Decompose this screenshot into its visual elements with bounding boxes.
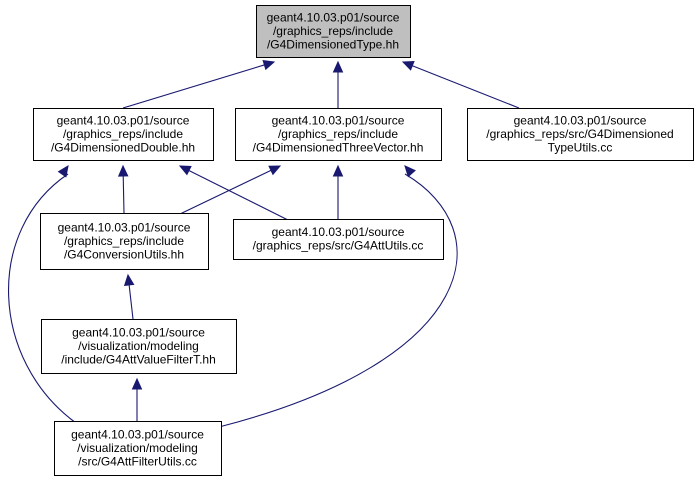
node-box: [256, 5, 411, 58]
edge-arrowhead: [57, 165, 69, 178]
node-label-line: /include/G4AttValueFilterT.hh: [61, 352, 216, 366]
node-box: [54, 421, 222, 476]
edge-arrowhead: [123, 273, 135, 287]
node-label-line: geant4.10.03.p01/source: [514, 113, 647, 127]
node-dimtypeutils[interactable]: geant4.10.03.p01/source/graphics_reps/sr…: [467, 108, 694, 161]
node-conversionutils[interactable]: geant4.10.03.p01/source/graphics_reps/in…: [40, 213, 209, 270]
edge-line: [128, 282, 134, 320]
node-attvaluefilter[interactable]: geant4.10.03.p01/source/visualization/mo…: [41, 319, 237, 374]
edges-layer: [7, 60, 520, 428]
edge-conversionutils-to-dimdouble: [117, 164, 129, 214]
node-label-line: geant4.10.03.p01/source: [58, 220, 191, 234]
edge-attutils-to-dimthreevector: [332, 164, 344, 219]
node-label-line: /graphics_reps/include: [64, 234, 184, 248]
edge-attfilterutils-to-attvaluefilter: [131, 377, 143, 421]
node-label-line: /visualization/modeling: [78, 339, 199, 353]
edge-arrowhead: [332, 60, 344, 73]
node-label-line: geant4.10.03.p01/source: [57, 113, 190, 127]
node-label-line: /graphics_reps/include: [63, 127, 183, 141]
node-box: [41, 319, 237, 374]
node-box: [235, 108, 442, 161]
node-box: [233, 219, 444, 260]
node-box: [33, 108, 214, 161]
node-label-line: /G4DimensionedThreeVector.hh: [253, 140, 424, 154]
edge-dimtypeutils-to-dimtype: [401, 60, 520, 109]
node-box: [40, 213, 209, 270]
edge-attutils-to-dimdouble: [178, 165, 301, 227]
node-box: [467, 108, 694, 161]
node-attutils[interactable]: geant4.10.03.p01/source/graphics_reps/sr…: [233, 219, 444, 260]
node-label-line: /G4DimensionedDouble.hh: [51, 140, 195, 154]
edge-attfilterutils-to-dimdouble: [7, 165, 77, 424]
edge-line: [410, 64, 520, 109]
edge-arrowhead: [404, 165, 416, 178]
edge-arrowhead: [262, 60, 276, 71]
edge-attfilterutils-to-dimthreevector: [218, 165, 458, 428]
edge-arrowhead: [332, 164, 344, 177]
edge-line: [218, 173, 458, 428]
node-label-line: /graphics_reps/src/G4AttUtils.cc: [253, 239, 424, 253]
node-label-line: geant4.10.03.p01/source: [272, 113, 405, 127]
edge-dimdouble-to-dimtype: [122, 60, 276, 109]
edge-line: [7, 173, 77, 424]
node-attfilterutils[interactable]: geant4.10.03.p01/source/visualization/mo…: [54, 421, 222, 476]
node-label-line: geant4.10.03.p01/source: [272, 225, 405, 239]
edge-line: [122, 63, 267, 109]
edge-arrowhead: [401, 60, 415, 71]
nodes-layer: geant4.10.03.p01/source/graphics_reps/in…: [33, 5, 694, 476]
node-label-line: /graphics_reps/include: [278, 127, 398, 141]
node-label-line: geant4.10.03.p01/source: [72, 325, 205, 339]
edge-line: [179, 168, 274, 215]
edge-dimthreevector-to-dimtype: [332, 60, 344, 108]
edge-arrowhead: [131, 377, 143, 390]
edge-attvaluefilter-to-conversionutils: [123, 273, 135, 320]
node-label-line: TypeUtils.cc: [548, 140, 613, 154]
node-label-line: /src/G4AttFilterUtils.cc: [78, 454, 197, 468]
node-dimthreevector[interactable]: geant4.10.03.p01/source/graphics_reps/in…: [235, 108, 442, 161]
edge-line: [122, 173, 125, 214]
node-dimtype[interactable]: geant4.10.03.p01/source/graphics_reps/in…: [256, 5, 411, 58]
edge-arrowhead: [117, 164, 129, 177]
node-dimdouble[interactable]: geant4.10.03.p01/source/graphics_reps/in…: [33, 108, 214, 161]
node-label-line: /G4DimensionedType.hh: [267, 37, 399, 51]
node-label-line: geant4.10.03.p01/source: [267, 10, 400, 24]
node-label-line: /G4ConversionUtils.hh: [64, 247, 184, 261]
edge-line: [186, 169, 301, 227]
node-label-line: /graphics_reps/src/G4Dimensioned: [486, 127, 673, 141]
edge-arrowhead: [268, 165, 282, 176]
edge-conversionutils-to-dimthreevector: [179, 165, 282, 215]
node-label-line: geant4.10.03.p01/source: [71, 427, 204, 441]
node-label-line: /visualization/modeling: [77, 441, 198, 455]
edge-arrowhead: [178, 165, 192, 176]
node-label-line: /graphics_reps/include: [273, 24, 393, 38]
